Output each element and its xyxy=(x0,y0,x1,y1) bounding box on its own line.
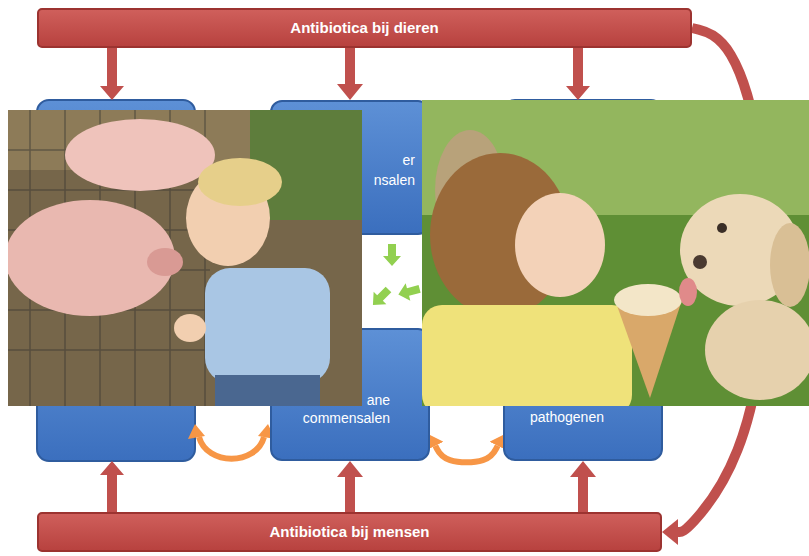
girl-shirt xyxy=(422,305,632,406)
child-jeans xyxy=(215,375,320,406)
child-pig-photo xyxy=(8,110,362,406)
girl-puppy-photo xyxy=(422,100,809,406)
puppy-nose xyxy=(693,255,707,269)
girl-face xyxy=(515,193,605,297)
pig-snout xyxy=(147,248,183,276)
green-arrow xyxy=(367,283,395,311)
box-label: pathogenen xyxy=(530,408,604,426)
antibiotics-band: Antibiotica bij mensen xyxy=(37,512,662,552)
box-label: ane commensalen xyxy=(290,391,390,427)
connector-arrow xyxy=(345,477,355,512)
child-hair xyxy=(198,158,282,206)
puppy-eye xyxy=(717,223,727,233)
red-arrow xyxy=(100,48,124,100)
red-arrow xyxy=(100,461,124,512)
antibiotics-band: Antibiotica bij dieren xyxy=(37,8,692,48)
green-arrow xyxy=(396,280,422,303)
puppy-tongue xyxy=(679,278,697,306)
ice-cream xyxy=(614,284,682,316)
orange-arrowhead xyxy=(188,424,205,439)
pig xyxy=(65,119,215,191)
connector-arrow xyxy=(578,477,588,512)
puppy-ear xyxy=(770,223,809,307)
band-label: Antibiotica bij dieren xyxy=(290,19,438,37)
connector-arrow xyxy=(345,48,355,84)
red-arrow xyxy=(566,48,590,100)
green-arrow xyxy=(383,244,401,266)
child-hand xyxy=(174,314,206,342)
band-label: Antibiotica bij mensen xyxy=(269,523,429,541)
child-shirt xyxy=(205,268,330,383)
connector-arrow xyxy=(435,446,497,463)
orange-arrow xyxy=(199,437,264,459)
box-label: er nsalen xyxy=(363,150,415,190)
puppy-body xyxy=(705,300,809,400)
